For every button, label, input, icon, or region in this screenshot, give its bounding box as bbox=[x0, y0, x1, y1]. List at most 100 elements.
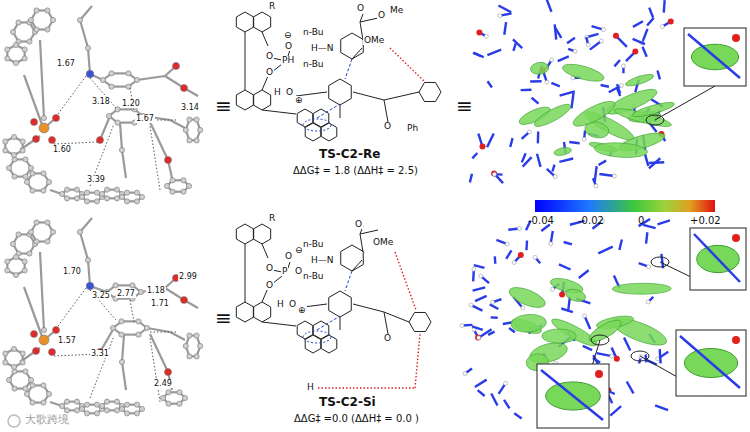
bond-stick bbox=[657, 220, 669, 224]
hydrogen-atom bbox=[599, 39, 603, 43]
bond-line bbox=[384, 312, 409, 322]
atom-ball bbox=[45, 27, 50, 32]
distance-label: 3.18 bbox=[91, 98, 111, 106]
bond-stick bbox=[647, 18, 654, 26]
equivalence-sign: ≡ bbox=[455, 96, 474, 117]
ring-bond bbox=[236, 224, 253, 244]
bond-stick bbox=[558, 56, 569, 61]
zoom-ring bbox=[631, 351, 649, 361]
atom-ball bbox=[45, 220, 50, 225]
bond-stick bbox=[655, 405, 668, 410]
watermark-icon bbox=[8, 415, 20, 427]
bond-stick bbox=[633, 21, 643, 27]
distance-line bbox=[58, 288, 86, 326]
hydrogen-atom bbox=[469, 303, 473, 307]
distance-line bbox=[58, 76, 86, 114]
charge-sign: ⊖ bbox=[283, 31, 293, 40]
atom-label: O bbox=[265, 281, 274, 290]
hydrogen-atom bbox=[504, 381, 508, 385]
atom-ball bbox=[27, 251, 32, 256]
bond-line bbox=[352, 48, 362, 59]
bond-stick bbox=[491, 316, 498, 319]
atom-ball bbox=[124, 199, 129, 204]
atom-ball bbox=[84, 411, 89, 416]
distance-label: 3.39 bbox=[86, 176, 106, 184]
atom-ball bbox=[41, 188, 46, 193]
atom-ball bbox=[85, 257, 90, 262]
hydrogen-atom bbox=[472, 267, 476, 271]
atom-ball bbox=[104, 408, 109, 413]
atom-ball bbox=[194, 138, 199, 143]
atom-ball bbox=[94, 411, 99, 416]
bond-stick bbox=[487, 133, 494, 147]
atom-ball bbox=[13, 272, 18, 277]
atom-ball bbox=[106, 113, 111, 118]
bond-line bbox=[340, 105, 341, 118]
atom-ball bbox=[11, 364, 16, 369]
atom-ball bbox=[74, 196, 79, 201]
atom-label: O bbox=[284, 42, 293, 51]
atom-label: Ph bbox=[406, 124, 419, 133]
zoom-inset bbox=[646, 28, 746, 125]
atom-ball bbox=[49, 137, 56, 144]
bond-stick bbox=[633, 39, 645, 44]
distance-label: 1.70 bbox=[62, 268, 82, 276]
ring-bond bbox=[329, 79, 352, 105]
atom-label: O bbox=[383, 122, 392, 131]
nci-surface bbox=[510, 313, 547, 333]
atom-ball bbox=[86, 70, 94, 78]
atom-ball bbox=[30, 188, 35, 193]
hydrogen-atom bbox=[479, 274, 483, 278]
zoom-inset bbox=[651, 228, 746, 290]
bond-stick bbox=[649, 8, 653, 18]
atom-ball bbox=[59, 403, 64, 408]
bond-stick bbox=[490, 304, 499, 309]
bond-line bbox=[345, 271, 352, 291]
atom-label: H—N bbox=[310, 44, 335, 53]
bond-stick bbox=[571, 93, 573, 108]
bond-stick bbox=[680, 336, 740, 388]
atom-ball bbox=[134, 411, 139, 416]
bond-stick bbox=[555, 24, 557, 39]
atom-ball bbox=[22, 268, 27, 273]
bond-stick bbox=[694, 234, 740, 282]
hydrogen-atom bbox=[621, 64, 625, 68]
hydrogen-atom bbox=[594, 184, 598, 188]
hydrogen-atom bbox=[610, 354, 614, 358]
atom-ball bbox=[130, 283, 135, 288]
atom-ball bbox=[183, 343, 188, 348]
bond-stick bbox=[504, 400, 509, 409]
atom-ball bbox=[144, 325, 149, 330]
atom-ball bbox=[86, 282, 94, 290]
ring-bond bbox=[305, 123, 321, 141]
atom-ball bbox=[27, 39, 32, 44]
atom-ball bbox=[11, 134, 16, 139]
color-bar bbox=[535, 200, 715, 212]
hydrogen-atom bbox=[460, 324, 464, 328]
atom-ball bbox=[6, 377, 11, 382]
bond-stick bbox=[470, 174, 472, 183]
atom-ball bbox=[41, 383, 46, 388]
atom-label: O bbox=[356, 4, 365, 13]
atom-label: O bbox=[284, 252, 293, 261]
distance-label: 1.60 bbox=[52, 146, 72, 154]
atom-ball bbox=[22, 47, 27, 52]
atom-ball bbox=[23, 386, 28, 391]
atom-ball bbox=[74, 399, 79, 404]
hydrogen-atom bbox=[586, 43, 590, 47]
distance-label: 1.67 bbox=[56, 60, 76, 68]
bond-stick bbox=[491, 393, 497, 405]
atom-label: O bbox=[354, 220, 363, 229]
bond-stick bbox=[532, 98, 539, 104]
atom-ball bbox=[181, 178, 186, 183]
oxygen-atom bbox=[559, 292, 565, 298]
hydrogen-atom bbox=[498, 14, 502, 18]
distance-label: 2.49 bbox=[153, 380, 173, 388]
atom-label: P bbox=[281, 267, 288, 276]
atom-ball bbox=[31, 119, 38, 126]
atom-ball bbox=[187, 333, 192, 338]
atom-ball bbox=[28, 229, 33, 234]
nci-surface bbox=[594, 141, 648, 159]
atom-ball bbox=[20, 351, 25, 356]
